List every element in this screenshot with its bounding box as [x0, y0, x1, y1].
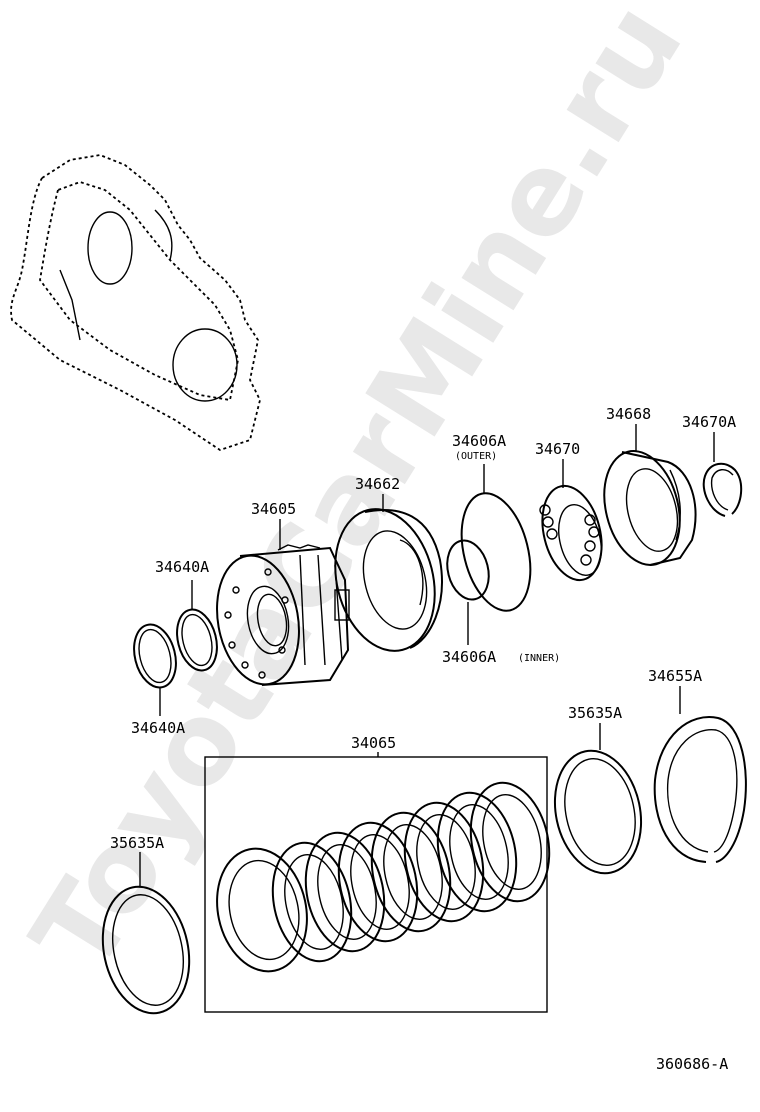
return-spring-34670 — [539, 484, 603, 582]
label-34065: 34065 — [351, 734, 396, 752]
label-34670A: 34670A — [682, 413, 736, 431]
label-outer-note: (OUTER) — [455, 451, 497, 462]
label-34606A-outer: 34606A — [452, 432, 506, 450]
drawing-number: 360686-A — [656, 1055, 728, 1073]
clutch-piston-34662 — [334, 508, 443, 652]
o-ring-34606A-inner — [446, 539, 490, 601]
clutch-pack-box — [204, 756, 548, 1013]
snap-ring-34640A-front — [133, 623, 177, 689]
leader-lines — [139, 424, 715, 886]
clutch-drum-34668 — [603, 450, 697, 566]
label-34662: 34662 — [355, 475, 400, 493]
snap-ring-34640A-rear — [176, 608, 218, 672]
label-34640A-top: 34640A — [155, 558, 209, 576]
label-34605: 34605 — [251, 500, 296, 518]
clutch-disc-pack-icon — [216, 781, 551, 973]
pressure-plate-35635A-right — [553, 749, 643, 875]
transmission-case-outline-icon — [10, 154, 261, 451]
label-35635A-right: 35635A — [568, 704, 622, 722]
snap-ring-34655A — [653, 716, 747, 863]
o-ring-34606A-outer — [460, 492, 532, 612]
pressure-plate-35635A-left — [101, 885, 191, 1015]
label-34640A-bottom: 34640A — [131, 719, 185, 737]
label-35635A-left: 35635A — [110, 834, 164, 852]
label-34670: 34670 — [535, 440, 580, 458]
label-inner-note: (INNER) — [518, 653, 560, 664]
snap-ring-34670A — [702, 462, 743, 517]
label-34606A-inner: 34606A — [442, 648, 496, 666]
label-34668: 34668 — [606, 405, 651, 423]
label-34655A: 34655A — [648, 667, 702, 685]
